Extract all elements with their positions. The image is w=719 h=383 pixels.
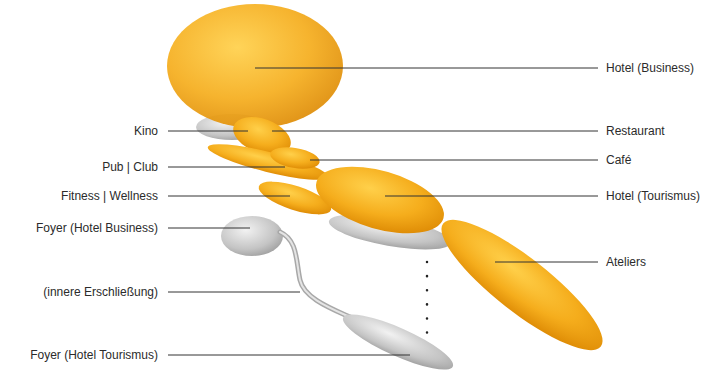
part-label: Ateliers	[606, 255, 646, 269]
pub-volume	[205, 137, 330, 186]
leader-line	[255, 68, 598, 69]
leader-line	[168, 228, 250, 229]
part-label: Hotel (Tourismus)	[606, 189, 700, 203]
cafe-volume	[269, 144, 322, 172]
leader-line	[168, 292, 300, 293]
part-label: Hotel (Business)	[606, 61, 694, 75]
leader-line	[310, 160, 598, 161]
part-label: Fitness | Wellness	[61, 189, 158, 203]
foyer-business-volume	[221, 216, 283, 256]
dotted-axis	[426, 262, 429, 338]
foyer-tourism-volume	[337, 305, 458, 379]
business-hotel-volume	[167, 4, 343, 128]
leader-line	[495, 262, 598, 263]
leader-line	[168, 196, 290, 197]
part-label: Kino	[134, 124, 158, 138]
part-label: Pub | Club	[102, 160, 158, 174]
part-label: Restaurant	[606, 124, 665, 138]
part-label: Café	[606, 153, 631, 167]
leader-line	[168, 131, 248, 132]
leader-lines	[168, 68, 598, 355]
leader-line	[385, 196, 598, 197]
ateliers-volume	[427, 202, 618, 368]
circulation-highlight	[280, 232, 352, 318]
part-label: (innere Erschließung)	[43, 285, 158, 299]
leader-line	[168, 167, 285, 168]
part-label: Foyer (Hotel Tourismus)	[30, 348, 158, 362]
tourism-hotel-volume	[309, 154, 452, 246]
circulation-tube	[280, 232, 352, 318]
leader-line	[272, 131, 598, 132]
part-label: Foyer (Hotel Business)	[36, 221, 158, 235]
leader-line	[168, 355, 410, 356]
